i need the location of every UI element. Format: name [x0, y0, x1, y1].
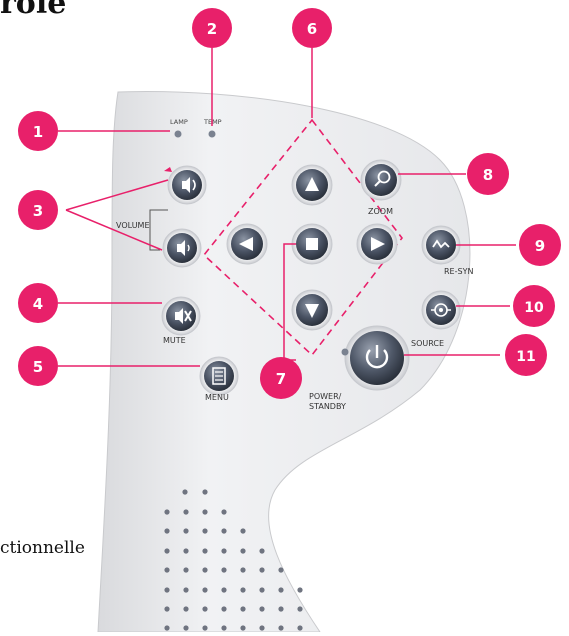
menu-label: MENU	[205, 393, 229, 402]
speaker-hole	[183, 509, 188, 514]
callout-9-text: 9	[535, 237, 545, 255]
speaker-hole	[164, 509, 169, 514]
speaker-hole	[259, 587, 264, 592]
speaker-hole	[221, 528, 226, 533]
speaker-hole	[164, 625, 169, 630]
speaker-hole	[202, 587, 207, 592]
speaker-hole	[183, 548, 188, 553]
callout-7: 7	[260, 357, 302, 399]
speaker-hole	[183, 587, 188, 592]
volume-label: VOLUME	[116, 221, 150, 230]
lamp-led	[175, 131, 182, 138]
callout-7-text: 7	[276, 370, 286, 388]
source-label: SOURCE	[411, 339, 444, 348]
callout-9: 9	[519, 224, 561, 266]
speaker-hole	[240, 587, 245, 592]
callout-2-text: 2	[207, 20, 217, 38]
temp-led	[209, 131, 216, 138]
callout-8-text: 8	[483, 166, 493, 184]
resync-button[interactable]	[426, 230, 456, 260]
lamp-label: LAMP	[170, 118, 188, 126]
callout-1: 1	[18, 111, 58, 151]
up-button[interactable]	[296, 169, 328, 201]
speaker-hole	[278, 625, 283, 630]
speaker-hole	[221, 509, 226, 514]
resync-label: RE-SYN	[444, 267, 473, 276]
speaker-hole	[183, 625, 188, 630]
speaker-hole	[183, 606, 188, 611]
power-label-line1: POWER/	[309, 392, 342, 401]
right-button[interactable]	[361, 228, 393, 260]
speaker-hole	[240, 548, 245, 553]
callout-1-text: 1	[33, 123, 43, 141]
mute-button[interactable]	[166, 301, 196, 331]
callout-5-text: 5	[33, 358, 43, 376]
speaker-hole	[278, 587, 283, 592]
callout-6: 6	[292, 8, 332, 48]
speaker-hole	[240, 528, 245, 533]
speaker-hole	[182, 489, 187, 494]
speaker-hole	[240, 606, 245, 611]
volume-up-button[interactable]	[172, 170, 202, 200]
speaker-hole	[297, 606, 302, 611]
speaker-hole	[240, 567, 245, 572]
power-led	[342, 349, 349, 356]
speaker-hole	[164, 567, 169, 572]
speaker-hole	[297, 587, 302, 592]
speaker-hole	[240, 625, 245, 630]
power-button[interactable]	[350, 331, 404, 385]
source-button[interactable]	[426, 295, 456, 325]
square-icon	[306, 238, 318, 250]
callout-10: 10	[513, 285, 555, 327]
speaker-hole	[183, 567, 188, 572]
speaker-hole	[259, 548, 264, 553]
page-title: rôle	[0, 0, 66, 21]
speaker-hole	[221, 567, 226, 572]
down-button[interactable]	[296, 294, 328, 326]
mute-label: MUTE	[163, 336, 186, 345]
speaker-hole	[297, 625, 302, 630]
speaker-hole	[183, 528, 188, 533]
callout-11: 11	[505, 334, 547, 376]
speaker-hole	[164, 548, 169, 553]
speaker-hole	[221, 587, 226, 592]
speaker-hole	[278, 567, 283, 572]
power-label-line2: STANDBY	[309, 402, 346, 411]
callout-3-text: 3	[33, 202, 43, 220]
speaker-hole	[202, 625, 207, 630]
speaker-hole	[259, 625, 264, 630]
callout-3: 3	[18, 190, 58, 230]
callout-11-text: 11	[516, 349, 535, 365]
speaker-hole	[221, 625, 226, 630]
speaker-hole	[221, 548, 226, 553]
zoom-label: ZOOM	[368, 207, 393, 216]
callout-2: 2	[192, 8, 232, 48]
speaker-hole	[202, 509, 207, 514]
speaker-hole	[202, 548, 207, 553]
speaker-hole	[164, 587, 169, 592]
speaker-hole	[202, 528, 207, 533]
callout-4: 4	[18, 283, 58, 323]
enter-button[interactable]	[296, 228, 328, 260]
speaker-hole	[202, 606, 207, 611]
speaker-hole	[164, 606, 169, 611]
callout-4-text: 4	[33, 295, 43, 313]
speaker-hole	[259, 567, 264, 572]
speaker-hole	[202, 567, 207, 572]
menu-button[interactable]	[204, 361, 234, 391]
speaker-hole	[259, 606, 264, 611]
speaker-hole	[278, 606, 283, 611]
callout-5: 5	[18, 346, 58, 386]
callout-8: 8	[467, 153, 509, 195]
speaker-hole	[221, 606, 226, 611]
speaker-hole	[202, 489, 207, 494]
caption-text: ctionnelle	[0, 538, 85, 558]
volume-down-button[interactable]	[167, 233, 197, 263]
zoom-button[interactable]	[365, 164, 397, 196]
callout-6-text: 6	[307, 20, 317, 38]
speaker-hole	[164, 528, 169, 533]
left-button[interactable]	[231, 228, 263, 260]
callout-10-text: 10	[524, 300, 544, 316]
